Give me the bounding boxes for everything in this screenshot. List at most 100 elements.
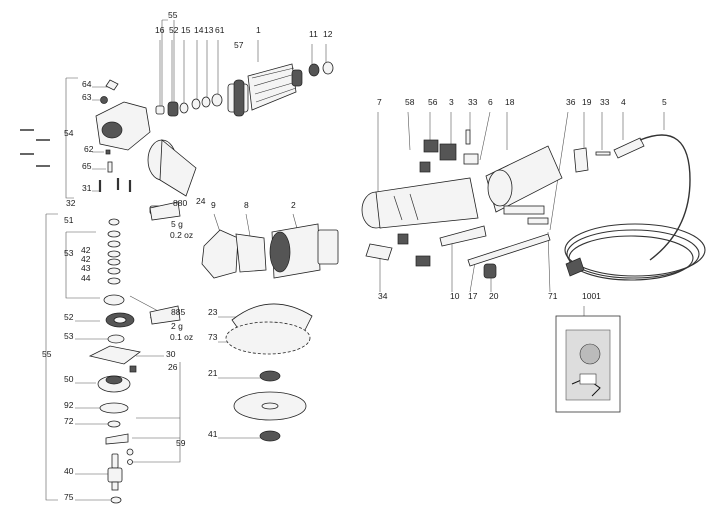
baffle-8 bbox=[235, 233, 267, 273]
part-label: 24 bbox=[196, 196, 206, 206]
part-label: 33 bbox=[600, 97, 610, 107]
part-label: 55 bbox=[42, 349, 52, 359]
part-label: 51 bbox=[64, 215, 74, 225]
switch-slide-20 bbox=[483, 263, 497, 279]
part-label: 20 bbox=[489, 291, 499, 301]
part-label: 42 bbox=[81, 245, 91, 255]
ring-13 bbox=[201, 96, 211, 108]
ring-43 bbox=[107, 267, 121, 275]
part-label: 31 bbox=[82, 183, 92, 193]
part-label: 17 bbox=[468, 291, 478, 301]
lever-64 bbox=[105, 79, 119, 91]
part-label: 13 bbox=[204, 25, 214, 35]
clip-6 bbox=[463, 153, 479, 165]
part-label: 15 bbox=[181, 25, 191, 35]
part-label: 54 bbox=[64, 128, 74, 138]
motor-and-guard bbox=[201, 223, 339, 442]
plug bbox=[565, 257, 585, 277]
part-71 bbox=[527, 217, 549, 225]
spindle-40 bbox=[107, 453, 123, 491]
part-label: 42 bbox=[81, 254, 91, 264]
part-label: 34 bbox=[378, 291, 388, 301]
part-label: 30 bbox=[166, 349, 176, 359]
part-label: 41 bbox=[208, 429, 218, 439]
part-label: 58 bbox=[405, 97, 415, 107]
ring-72 bbox=[107, 420, 121, 428]
part-label: 33 bbox=[468, 97, 478, 107]
part-label: 59 bbox=[176, 438, 186, 448]
part-label: 92 bbox=[64, 400, 74, 410]
ring-53 bbox=[107, 334, 125, 344]
grease-880 bbox=[149, 201, 181, 221]
screws-32 bbox=[20, 129, 50, 167]
guard-ring-73 bbox=[225, 321, 311, 355]
part-label: 14 bbox=[194, 25, 204, 35]
label-36 bbox=[503, 205, 545, 215]
part-label: 36 bbox=[566, 97, 576, 107]
bearing-11 bbox=[308, 63, 320, 77]
part-label: 2 g bbox=[171, 321, 183, 331]
part-near-34 bbox=[397, 233, 409, 245]
flange-21 bbox=[259, 370, 281, 382]
bearing-stack bbox=[88, 201, 181, 504]
part-label: 44 bbox=[81, 273, 91, 283]
screws-31 bbox=[98, 178, 132, 192]
ring-75 bbox=[110, 496, 122, 504]
part-label: 64 bbox=[82, 79, 92, 89]
part-label: 18 bbox=[505, 97, 515, 107]
plate-30 bbox=[88, 345, 141, 365]
leader-lines bbox=[45, 19, 665, 501]
nut-16 bbox=[155, 105, 165, 115]
part-label: 885 bbox=[171, 307, 185, 317]
part-label: 26 bbox=[168, 362, 178, 372]
spring-63 bbox=[100, 96, 108, 104]
brush-holder-3 bbox=[439, 143, 457, 161]
part-label: 73 bbox=[208, 332, 218, 342]
part-label: 12 bbox=[323, 29, 333, 39]
part-label: 72 bbox=[64, 416, 74, 426]
washer-14 bbox=[191, 98, 201, 110]
part-label: 50 bbox=[64, 374, 74, 384]
part-label: 5 g bbox=[171, 219, 183, 229]
part-label: 21 bbox=[208, 368, 218, 378]
part-label: 63 bbox=[82, 92, 92, 102]
seal-92 bbox=[99, 402, 129, 414]
shim-34 bbox=[365, 243, 393, 261]
part-label: 40 bbox=[64, 466, 74, 476]
nut-41 bbox=[259, 430, 281, 442]
part-label: 19 bbox=[582, 97, 592, 107]
part-label: 3 bbox=[449, 97, 454, 107]
part-label: 1001 bbox=[582, 291, 601, 301]
part-label: 11 bbox=[309, 29, 318, 39]
switch-rod-17 bbox=[467, 233, 551, 267]
part-label: 71 bbox=[548, 291, 558, 301]
part-label: 65 bbox=[82, 161, 92, 171]
motor-housing-7 bbox=[361, 177, 479, 229]
pin-62 bbox=[105, 149, 111, 155]
part-label: 10 bbox=[450, 291, 460, 301]
part-label: 880 bbox=[173, 198, 187, 208]
part-label: 43 bbox=[81, 263, 91, 273]
part-label: 0.1 oz bbox=[170, 332, 193, 342]
stator-2 bbox=[269, 223, 339, 279]
part-label: 1 bbox=[256, 25, 261, 35]
cable-5 bbox=[564, 134, 706, 281]
cable-clamp-19 bbox=[573, 147, 589, 173]
fan-9 bbox=[201, 229, 239, 279]
gear-head-parts bbox=[155, 61, 334, 117]
brush-58 bbox=[423, 139, 439, 153]
ring-51 bbox=[108, 218, 120, 226]
motor-housing-group bbox=[361, 129, 611, 279]
part-label: 57 bbox=[234, 40, 244, 50]
pin-26 bbox=[129, 365, 137, 373]
part-label: 53 bbox=[64, 331, 74, 341]
grease-885 bbox=[149, 305, 181, 325]
part-label: 0.2 oz bbox=[170, 230, 193, 240]
part-label: 6 bbox=[488, 97, 493, 107]
screw-33 bbox=[465, 129, 471, 145]
part-label: 23 bbox=[208, 307, 218, 317]
part-label: 62 bbox=[84, 144, 94, 154]
gear-housing-group bbox=[20, 79, 197, 215]
